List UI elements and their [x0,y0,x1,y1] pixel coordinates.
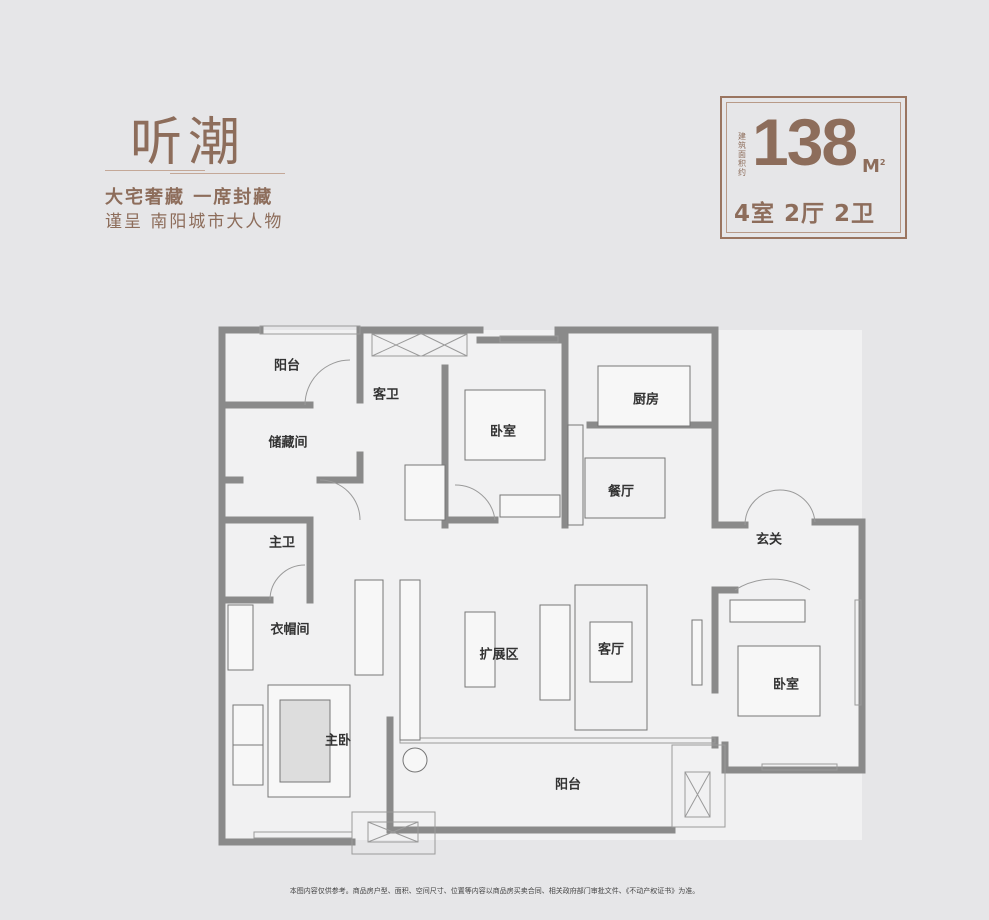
walls [218,326,866,846]
room-label-living: 客厅 [597,642,625,658]
slogan-secondary: 谨呈 南阳城市大人物 [105,212,284,232]
area-value: 138 [752,105,858,179]
area-label: 建筑面积约 [738,132,746,177]
room-label-dining: 餐厅 [607,484,635,500]
room-label-cloakroom: 衣帽间 [270,622,310,638]
room-label-storage: 储藏间 [268,435,308,451]
bed-bedroom-2 [737,645,821,717]
room-label-entrance: 玄关 [755,532,783,548]
room-label-master-bath: 主卫 [268,535,296,551]
room-label-balcony-bottom: 阳台 [554,777,582,793]
layout-summary: 4室 2厅 2卫 [734,201,876,227]
room-label-bedroom-1: 卧室 [489,424,517,440]
room-label-guest-bath: 客卫 [372,387,400,403]
room-label-bedroom-2: 卧室 [772,677,800,693]
title-divider [105,170,205,171]
bed-bedroom-1 [464,389,546,461]
coffee-table [589,621,633,683]
room-label-expansion: 扩展区 [479,647,519,663]
room-label-kitchen: 厨房 [632,392,660,408]
disclaimer: 本图内容仅供参考。商品房户型、面积、空间尺寸、位置等内容以商品房买卖合同、相关政… [289,887,700,895]
title-divider [170,173,285,174]
project-title: 听潮 [130,113,247,173]
sofa [539,604,571,701]
room-label-master-bedroom: 主卧 [324,733,352,749]
area-unit: M2 [862,156,886,177]
desk [464,611,496,688]
kitchen-counter [597,365,691,427]
room-label-balcony-top: 阳台 [273,358,301,374]
furniture [227,365,821,798]
slogan-primary: 大宅奢藏 一席封藏 [105,187,274,208]
area-badge: 建筑面积约 138 M2 4室 2厅 2卫 [720,96,907,239]
